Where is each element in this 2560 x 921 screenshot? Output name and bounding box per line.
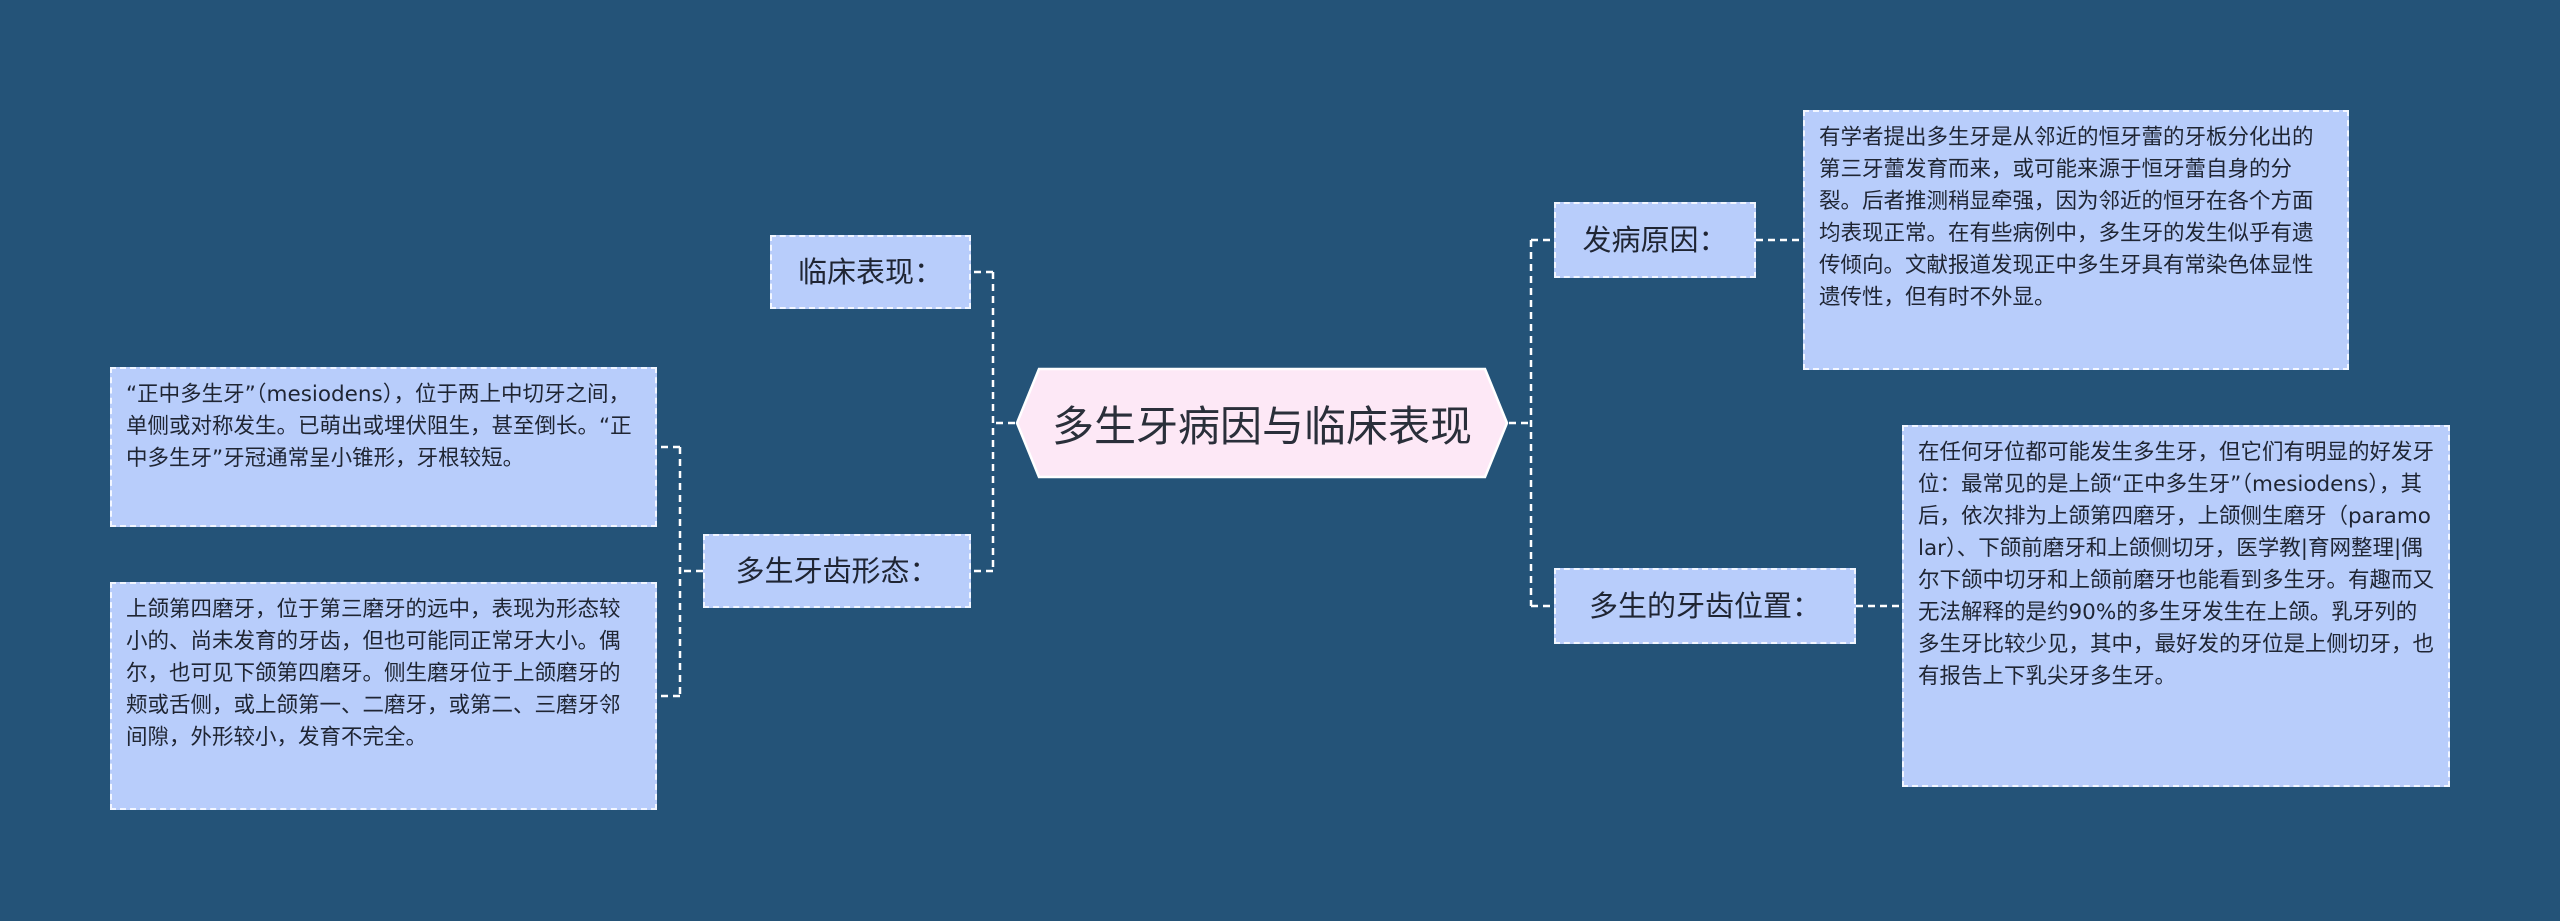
branch-morphology: 多生牙齿形态： <box>703 534 971 608</box>
note-mesiodens: “正中多生牙”（mesiodens），位于两上中切牙之间，单侧或对称发生。已萌出… <box>110 367 657 527</box>
branch-position: 多生的牙齿位置： <box>1554 568 1856 644</box>
center-node-shape <box>1015 367 1509 479</box>
note-fourth-molar: 上颌第四磨牙，位于第三磨牙的远中，表现为形态较小的、尚未发育的牙齿，但也可能同正… <box>110 582 657 810</box>
branch-clinical-label: 临床表现： <box>797 254 943 289</box>
branch-etiology: 发病原因： <box>1554 202 1756 278</box>
note-etiology: 有学者提出多生牙是从邻近的恒牙蕾的牙板分化出的第三牙蕾发育而来，或可能来源于恒牙… <box>1803 110 2349 370</box>
note-fourth-molar-text: 上颌第四磨牙，位于第三磨牙的远中，表现为形态较小的、尚未发育的牙齿，但也可能同正… <box>126 597 621 750</box>
note-position-text: 在任何牙位都可能发生多生牙，但它们有明显的好发牙位：最常见的是上颌“正中多生牙”… <box>1918 440 2435 689</box>
branch-etiology-label: 发病原因： <box>1582 222 1728 257</box>
branch-position-label: 多生的牙齿位置： <box>1588 588 1821 623</box>
branch-clinical: 临床表现： <box>770 235 971 309</box>
branch-morphology-label: 多生牙齿形态： <box>735 553 939 588</box>
note-position: 在任何牙位都可能发生多生牙，但它们有明显的好发牙位：最常见的是上颌“正中多生牙”… <box>1902 425 2450 787</box>
center-node-title: 多生牙病因与临床表现 <box>1051 401 1472 451</box>
note-etiology-text: 有学者提出多生牙是从邻近的恒牙蕾的牙板分化出的第三牙蕾发育而来，或可能来源于恒牙… <box>1819 125 2314 310</box>
note-mesiodens-text: “正中多生牙”（mesiodens），位于两上中切牙之间，单侧或对称发生。已萌出… <box>126 382 632 471</box>
